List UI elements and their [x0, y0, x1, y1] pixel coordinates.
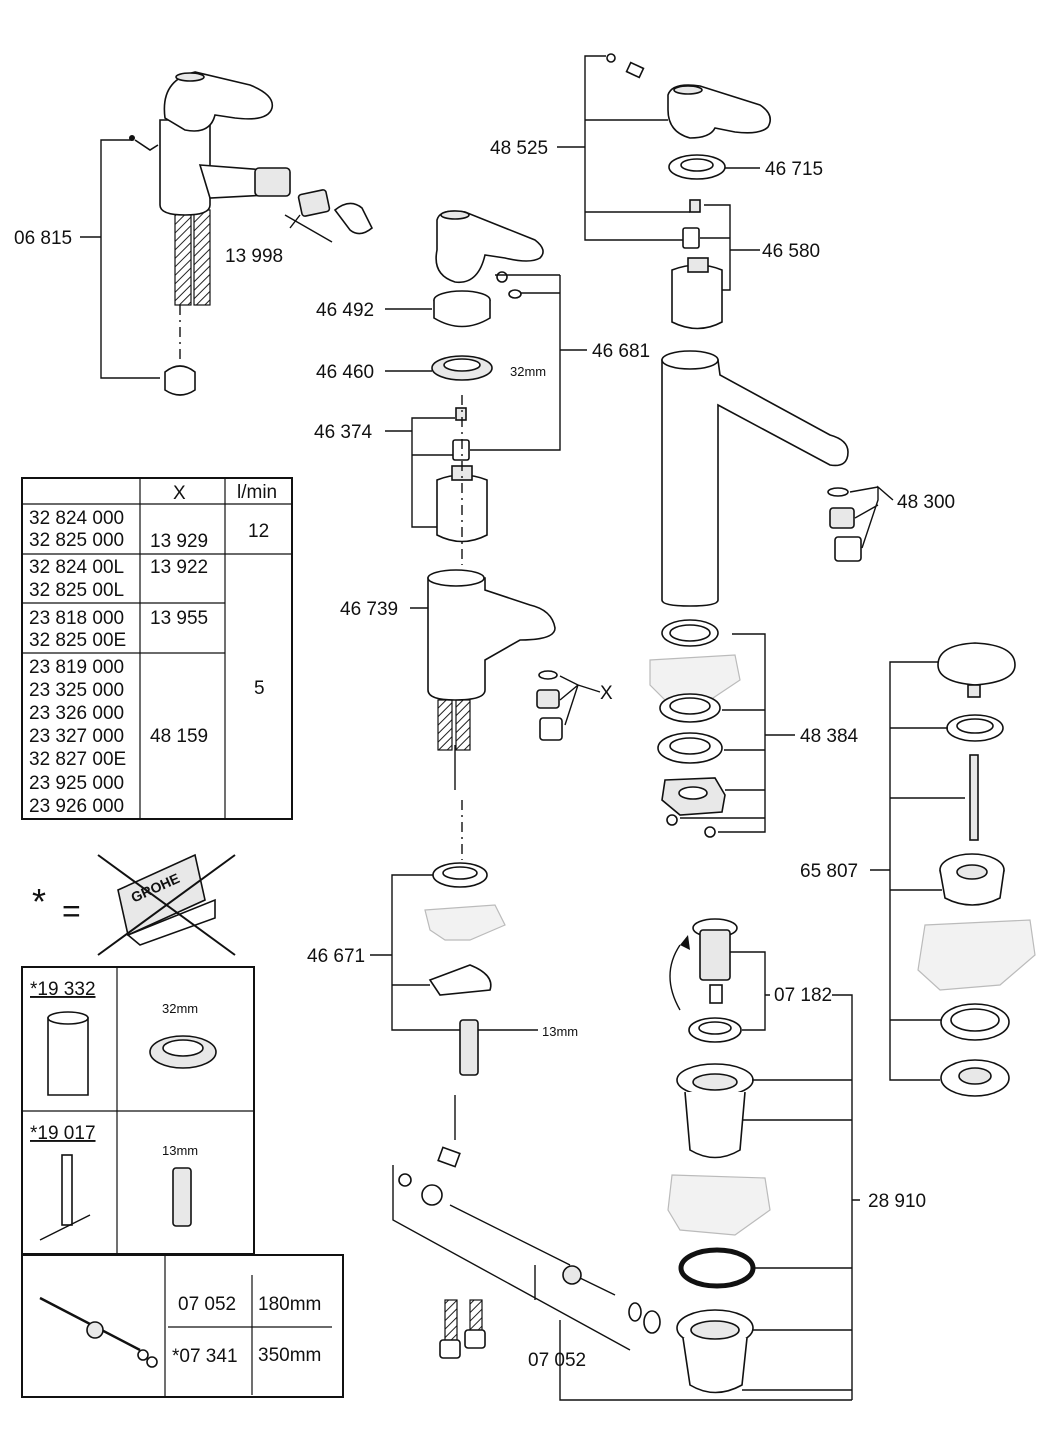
middle-mixer-body [410, 569, 601, 790]
mounting-set-48384 [649, 619, 741, 838]
waste-65807 [917, 642, 1036, 1097]
label-65807: 65 807 [800, 861, 858, 882]
bidet-mixer-drawing [129, 71, 373, 396]
tall-mixer-drawing [606, 53, 894, 607]
lift-rod-assembly [398, 800, 661, 1359]
table-cell-x: 13 929 [150, 531, 208, 552]
leader-48525 [557, 55, 690, 241]
dim-13mm-middle: 13mm [542, 1024, 578, 1039]
table-cell-code: 32 824 000 [29, 508, 124, 529]
x-marker-middle: X [600, 683, 613, 704]
not-included-legend: * = GROHE [32, 853, 236, 956]
label-46671: 46 671 [307, 946, 365, 967]
leader-48384 [680, 633, 795, 833]
label-46460: 46 460 [316, 362, 374, 383]
label-46492: 46 492 [316, 300, 374, 321]
table-cell-x: 13 922 [150, 557, 208, 578]
leader-28910 [742, 994, 860, 1400]
rod-length: 180mm [258, 1294, 321, 1315]
label-46580: 46 580 [762, 241, 820, 262]
label-07182: 07 182 [774, 985, 832, 1006]
label-48525: 48 525 [490, 138, 548, 159]
table-cell-code: 23 926 000 [29, 796, 124, 817]
label-07052: 07 052 [528, 1350, 586, 1371]
nut-13mm-image [172, 1167, 192, 1227]
leader-06815 [80, 139, 160, 379]
tools-table: *19 332 32mm *19 017 13mm [21, 966, 255, 1255]
table-cell-code: 32 827 00E [29, 749, 126, 770]
leader-07182 [730, 951, 770, 1031]
aerator-parts-13998 [284, 189, 373, 243]
table-cell-code: 32 824 00L [29, 557, 124, 578]
tool-19017-image [61, 1154, 73, 1226]
table-cell-x: 13 955 [150, 608, 208, 629]
label-46681: 46 681 [592, 341, 650, 362]
table-header-x: X [173, 483, 186, 504]
table-cell-code: 32 825 00L [29, 580, 124, 601]
table-cell-code: 23 818 000 [29, 608, 124, 629]
leader-07052 [392, 1165, 852, 1401]
label-48384: 48 384 [800, 726, 859, 747]
tool-code-19332: *19 332 [30, 979, 96, 1000]
tool-code-19017: *19 017 [30, 1123, 96, 1144]
table-cell-x: 48 159 [150, 726, 208, 747]
label-13998: 13 998 [225, 246, 283, 267]
leader-46580 [700, 204, 760, 291]
label-46374: 46 374 [314, 422, 373, 443]
rod-code: 07 052 [178, 1294, 236, 1315]
tool-19332-image [47, 1017, 89, 1096]
table-cell-flow: 12 [248, 521, 269, 542]
leader-46681 [470, 274, 587, 451]
legend-equals: = [62, 893, 81, 929]
leader-65807 [870, 661, 965, 1081]
rod-table: 07 052 180mm *07 341 350mm [21, 1254, 344, 1398]
label-06815: 06 815 [14, 228, 72, 249]
legend-asterisk: * [32, 881, 46, 922]
rod-code: *07 341 [172, 1346, 238, 1367]
table-cell-code: 23 325 000 [29, 680, 124, 701]
table-cell-code: 32 825 00E [29, 630, 126, 651]
leader-46671 [370, 874, 460, 1031]
rod-length: 350mm [258, 1345, 321, 1366]
table-cell-code: 23 925 000 [29, 773, 124, 794]
table-header-flow: l/min [237, 482, 277, 503]
tool-size-32mm: 32mm [162, 1001, 198, 1016]
label-28910: 28 910 [868, 1191, 926, 1212]
popup-waste-28910 [667, 918, 771, 1394]
variants-table: X l/min 32 824 000 32 825 000 13 929 12 … [21, 477, 293, 820]
label-48300: 48 300 [897, 492, 955, 513]
middle-cartridge-stack [431, 210, 544, 565]
label-46739: 46 739 [340, 599, 398, 620]
tool-size-13mm: 13mm [162, 1143, 198, 1158]
table-cell-flow: 5 [254, 678, 265, 699]
label-46715: 46 715 [765, 159, 823, 180]
table-cell-code: 32 825 000 [29, 530, 124, 551]
table-cell-code: 23 326 000 [29, 703, 124, 724]
dim-32mm-top: 32mm [510, 364, 546, 379]
table-cell-code: 23 819 000 [29, 657, 124, 678]
table-cell-code: 23 327 000 [29, 726, 124, 747]
leader-46374 [385, 417, 455, 528]
